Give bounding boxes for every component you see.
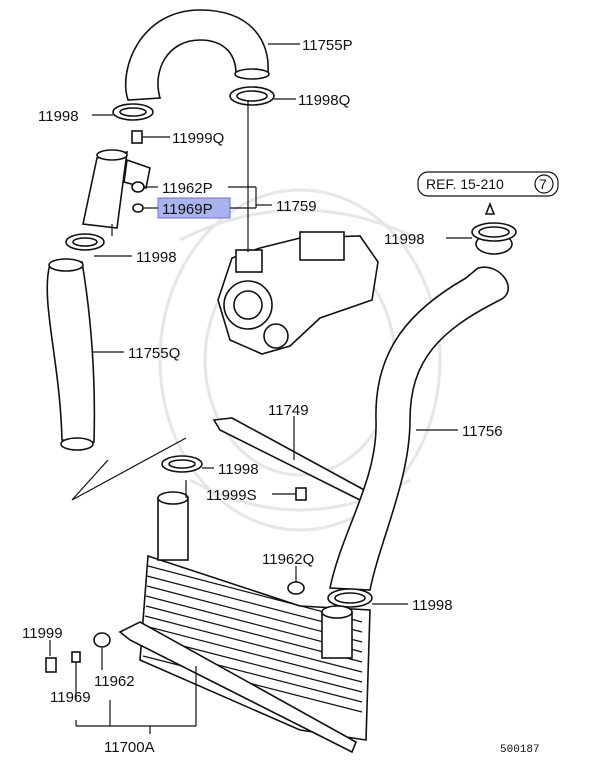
label-11998-top: 11998 — [38, 108, 79, 125]
hose-11755p — [124, 9, 269, 101]
label-11749: 11749 — [268, 402, 309, 419]
pipe-11759 — [82, 150, 128, 229]
label-11998-mid: 11998 — [136, 249, 177, 266]
bolt-11999s — [295, 487, 307, 501]
reference-circle-number: 7 — [539, 176, 547, 192]
hose-11755q — [46, 261, 96, 443]
label-11998q: 11998Q — [298, 92, 350, 109]
reference-circle — [534, 174, 554, 194]
label-11755p: 11755P — [302, 37, 353, 54]
bolt-11999 — [45, 657, 57, 673]
label-11962p: 11962P — [162, 180, 213, 197]
turbocharger — [217, 231, 379, 355]
grommet-11962q — [287, 581, 305, 595]
reference-box — [417, 171, 559, 197]
collar-11969 — [71, 651, 81, 663]
label-11962: 11962 — [94, 673, 135, 690]
label-11998-right-top: 11998 — [384, 231, 425, 248]
intercooler-11700a — [118, 491, 371, 754]
label-11999: 11999 — [22, 625, 63, 642]
reference-text: REF. 15-210 — [426, 176, 504, 192]
label-11759: 11759 — [276, 198, 317, 215]
hose-11755p-end — [234, 68, 270, 80]
grommet-11962p — [131, 181, 145, 193]
hose-11756 — [329, 266, 509, 591]
arrow-up-icon — [484, 201, 496, 215]
label-11755q: 11755Q — [128, 345, 180, 362]
diagram-number: 500187 — [500, 744, 540, 756]
label-11700a: 11700A — [104, 739, 155, 756]
label-11999s: 11999S — [206, 487, 257, 504]
leader-lines — [49, 43, 472, 734]
label-11962q: 11962Q — [262, 551, 314, 568]
bolt-11999q — [131, 130, 143, 144]
label-11998-lower: 11998 — [218, 461, 259, 478]
label-11999q: 11999Q — [172, 130, 224, 147]
label-11756: 11756 — [462, 423, 503, 440]
pipe-bracket — [123, 158, 151, 189]
collar-11969p — [132, 203, 144, 213]
label-11969p: 11969P — [162, 201, 213, 218]
grommet-11962 — [93, 632, 111, 648]
label-11969: 11969 — [50, 689, 91, 706]
label-11998-right-bottom: 11998 — [412, 597, 453, 614]
